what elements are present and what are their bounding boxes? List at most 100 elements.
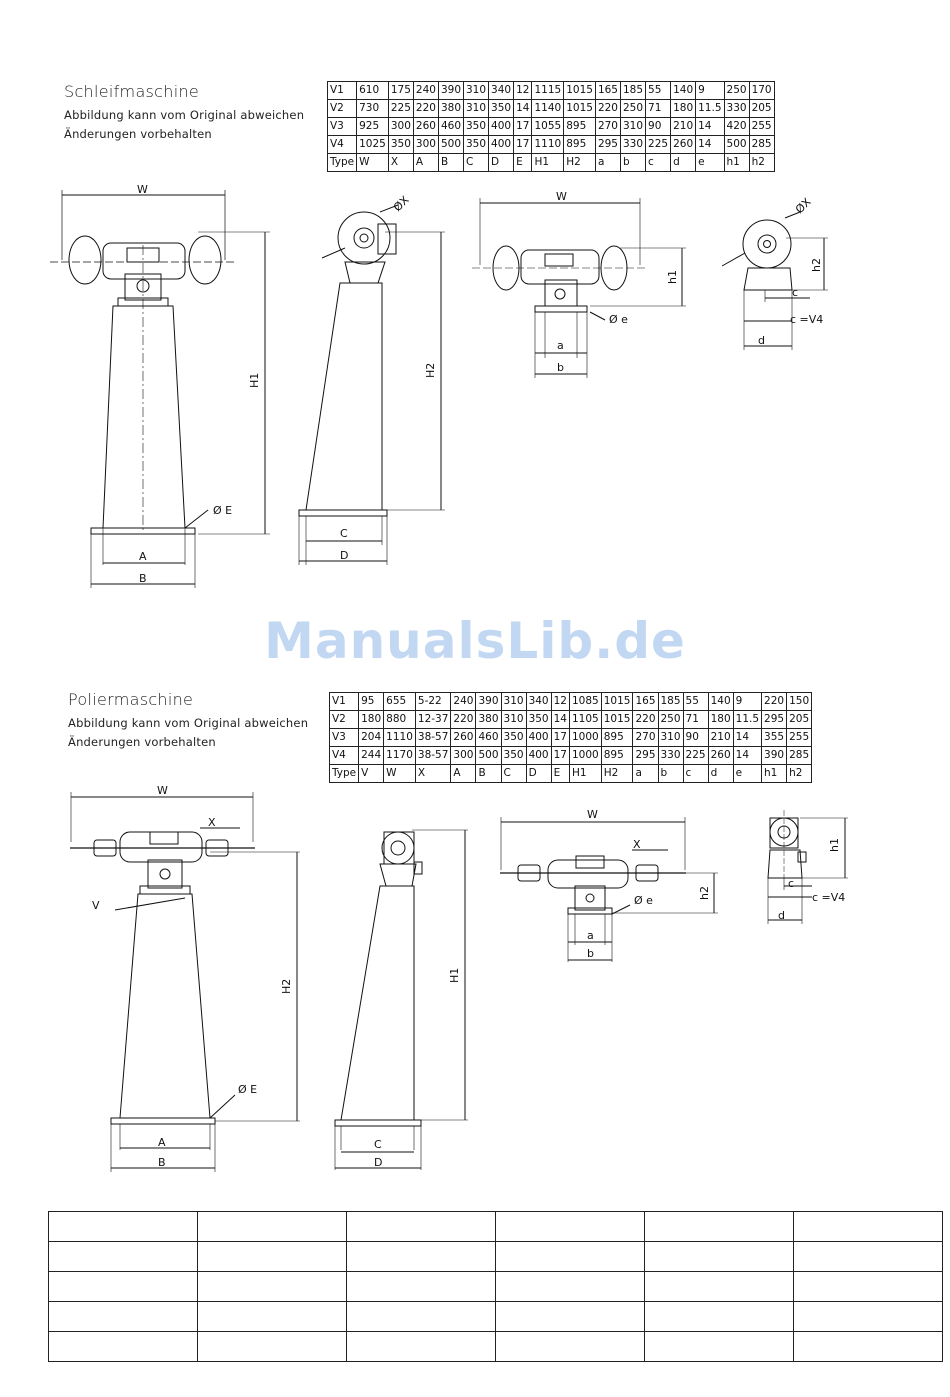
polier-cell: 38-57	[414, 728, 452, 747]
schleif-cell: 14	[513, 99, 533, 118]
blank-table-cell	[495, 1301, 645, 1332]
polier-note: Abbildung kann vom Original abweichen Än…	[68, 714, 308, 752]
polier-cell: 500	[475, 746, 502, 765]
schleif-cell: h1	[723, 153, 750, 172]
blank-table-row	[48, 1241, 943, 1272]
schleif-title: Schleifmaschine	[64, 82, 200, 101]
polier-cell: 220	[450, 710, 477, 729]
polier-label-b: b	[587, 947, 594, 960]
polier-cell: 300	[450, 746, 477, 765]
blank-table-cell	[644, 1331, 794, 1362]
blank-table	[48, 1211, 943, 1362]
polier-label-D: D	[374, 1156, 382, 1169]
polier-bench-side-view	[767, 810, 848, 924]
polier-cell: 11.5	[732, 710, 763, 729]
schleif-cell: 17	[513, 135, 533, 154]
polier-label-a: a	[587, 929, 594, 942]
polier-label-X2: X	[633, 838, 641, 851]
blank-table-cell	[346, 1211, 496, 1242]
polier-label-h1: h1	[828, 838, 841, 852]
schleif-cell: d	[670, 153, 697, 172]
polier-front-view	[70, 792, 300, 1172]
schleif-cell: 71	[645, 99, 672, 118]
polier-cell: 1110	[383, 728, 416, 747]
schleif-cell: b	[619, 153, 647, 172]
polier-cell: C	[500, 764, 527, 783]
polier-label-W2: W	[587, 808, 598, 821]
polier-label-C: C	[374, 1138, 382, 1151]
polier-label-d: d	[778, 909, 785, 922]
polier-cell: W	[383, 764, 416, 783]
polier-cell: 12	[550, 692, 570, 711]
schleif-cell: E	[513, 153, 533, 172]
blank-table-row	[48, 1211, 943, 1242]
polier-cell: c	[682, 764, 709, 783]
blank-table-cell	[48, 1211, 198, 1242]
schleif-label-C: C	[340, 527, 348, 540]
schleif-cell: 350	[387, 135, 414, 154]
schleif-row-header: V4	[326, 135, 358, 154]
schleif-label-h1: h1	[666, 270, 679, 284]
blank-table-cell	[48, 1331, 198, 1362]
polier-row-header: V2	[328, 710, 360, 729]
schleif-label-d: d	[758, 334, 765, 347]
blank-table-cell	[793, 1271, 943, 1302]
schleif-cell: 11.5	[695, 99, 725, 118]
blank-table-cell	[48, 1241, 198, 1272]
schleif-cell: 220	[594, 99, 621, 118]
polier-cell: 14	[732, 728, 763, 747]
polier-cell: 95	[358, 692, 385, 711]
blank-table-cell	[197, 1211, 347, 1242]
polier-cell: h2	[786, 764, 813, 783]
blank-table-cell	[644, 1301, 794, 1332]
schleif-label-D: D	[340, 549, 348, 562]
polier-cell: 17	[550, 728, 570, 747]
schleif-label-H2: H2	[424, 363, 437, 378]
blank-table-row	[48, 1331, 943, 1362]
polier-cell: 255	[786, 728, 813, 747]
schleif-bench-front-view	[472, 198, 686, 378]
schleif-cell: 420	[723, 117, 750, 136]
blank-table-cell	[197, 1301, 347, 1332]
schleif-cell: 14	[695, 135, 725, 154]
blank-table-cell	[793, 1331, 943, 1362]
blank-table-cell	[793, 1241, 943, 1272]
polier-note-2: Änderungen vorbehalten	[68, 735, 216, 749]
blank-table-cell	[48, 1301, 198, 1332]
schleif-label-a: a	[557, 339, 564, 352]
schleif-note-2: Änderungen vorbehalten	[64, 127, 212, 141]
polier-label-cV4: c =V4	[812, 891, 845, 904]
schleif-cell: 1115	[531, 81, 565, 100]
schleif-label-e: Ø e	[609, 313, 628, 326]
polier-note-1: Abbildung kann vom Original abweichen	[68, 716, 309, 730]
schleif-label-B: B	[139, 572, 147, 585]
blank-table-cell	[48, 1271, 198, 1302]
polier-label-H1: H1	[448, 968, 461, 983]
blank-table-cell	[197, 1271, 347, 1302]
blank-table-cell	[197, 1331, 347, 1362]
blank-table-cell	[793, 1301, 943, 1332]
schleif-cell: 185	[619, 81, 647, 100]
polier-label-e: Ø e	[634, 894, 653, 907]
polier-row-header: Type	[328, 764, 360, 783]
schleif-side-view	[298, 204, 445, 565]
polier-cell: 390	[475, 692, 502, 711]
polier-cell: V	[358, 764, 385, 783]
schleif-label-W2: W	[556, 190, 567, 203]
polier-label-W: W	[157, 784, 168, 797]
watermark: ManualsLib.de	[264, 612, 686, 670]
blank-table-cell	[644, 1241, 794, 1272]
schleif-label-cV4: c =V4	[790, 313, 823, 326]
schleif-label-h2: h2	[810, 258, 823, 272]
blank-table-cell	[346, 1331, 496, 1362]
schleif-label-b: b	[557, 361, 564, 374]
polier-label-c: c	[788, 877, 794, 890]
polier-side-view	[334, 829, 468, 1170]
schleif-cell: 12	[513, 81, 533, 100]
